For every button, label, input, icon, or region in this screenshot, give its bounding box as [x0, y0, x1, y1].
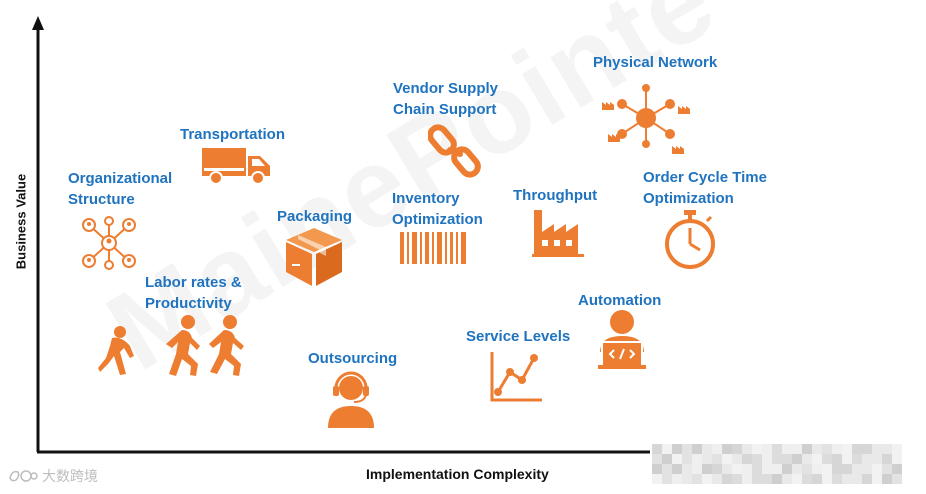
item-label-order-cycle-time-optimization: Order Cycle Time Optimization [643, 169, 767, 207]
item-label-automation: Automation [578, 292, 662, 309]
x-axis-label: Implementation Complexity [366, 466, 549, 482]
y-axis-arrowhead [32, 16, 44, 30]
coder-icon [598, 310, 646, 369]
chain-link-icon [428, 124, 481, 178]
item-label-labor-rates-productivity: Labor rates & Productivity [145, 274, 242, 312]
item-label-vendor-supply-chain-support: Vendor Supply Chain Support [393, 80, 499, 118]
runners-icon [98, 315, 244, 376]
brand-logo-icon [9, 470, 38, 482]
item-label-transportation: Transportation [180, 126, 286, 143]
org-network-icon [82, 216, 136, 270]
truck-icon [202, 148, 270, 185]
headset-agent-icon [328, 371, 374, 428]
brand-text: 大数跨境 [42, 468, 98, 484]
hub-network-icon [602, 84, 690, 154]
item-label-packaging: Packaging [277, 208, 353, 225]
item-label-inventory-optimization: Inventory Optimization [392, 190, 483, 228]
barcode-icon [400, 232, 466, 264]
box-icon [286, 228, 342, 286]
y-axis-label: Business Value [13, 173, 29, 270]
factory-icon [532, 210, 584, 257]
line-chart-icon [490, 352, 542, 402]
item-label-throughput: Throughput [513, 187, 598, 204]
item-label-physical-network: Physical Network [593, 54, 718, 71]
item-label-organizational-structure: Organizational Structure [68, 170, 173, 208]
blurred-region [652, 444, 902, 484]
brand-mark: 大数跨境 [8, 466, 98, 486]
item-label-outsourcing: Outsourcing [308, 350, 398, 367]
item-label-service-levels: Service Levels [466, 328, 571, 345]
stopwatch-icon [665, 210, 715, 269]
